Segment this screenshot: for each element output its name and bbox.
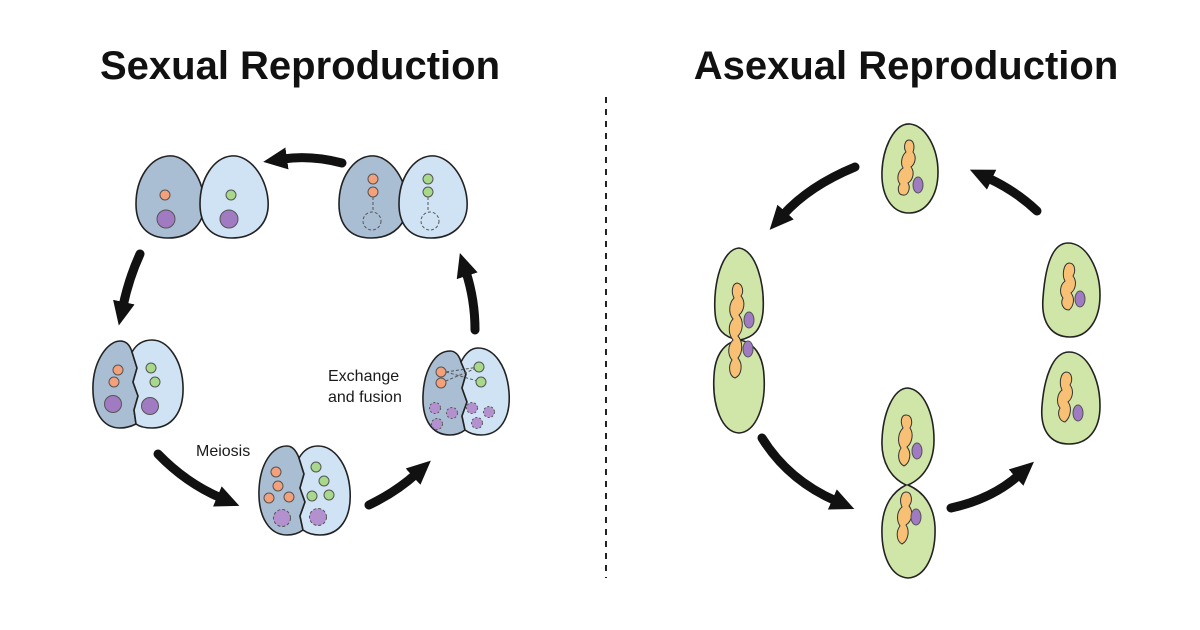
nucleus: [104, 395, 122, 413]
chromosome-orange: [270, 466, 282, 478]
cycle-arrow: [113, 249, 145, 326]
nucleus: [911, 442, 923, 460]
chromosome-green: [145, 362, 157, 374]
nucleus: [219, 209, 239, 229]
nucleus: [912, 176, 924, 194]
nucleus: [1072, 404, 1084, 422]
chromosome-strand: [896, 491, 913, 545]
cell-light: [460, 347, 510, 436]
sexual-reproduction-title: Sexual Reproduction: [99, 44, 501, 88]
exchange-link: [440, 366, 480, 384]
nucleus-dashed: [420, 211, 440, 231]
chromosome-orange: [272, 480, 284, 492]
nucleus-dashed: [309, 508, 327, 526]
cycle-arrow: [969, 169, 1042, 216]
cycle-arrow: [757, 433, 855, 510]
parent-cells-separate: [135, 155, 269, 239]
cycle-arrow: [153, 449, 240, 507]
chromosome-orange: [367, 173, 379, 185]
nucleus-dashed: [273, 509, 291, 527]
exchange-label: Exchange: [328, 368, 399, 385]
asexual-cell-top: [881, 123, 939, 214]
chromosome-orange: [263, 492, 275, 504]
cell-light: [398, 155, 468, 239]
cycle-arrow: [769, 162, 860, 230]
chromosome-strand: [728, 282, 745, 379]
cycle-arrow: [263, 147, 347, 170]
asexual-cell-dividing-bottom: [881, 387, 936, 579]
chromosome-green: [310, 461, 322, 473]
chromosome-green: [473, 361, 485, 373]
asexual-cell-right-lower: [1041, 351, 1101, 445]
chromosome-green: [225, 189, 237, 201]
nucleus: [1074, 290, 1086, 308]
chromosome-green: [475, 376, 487, 388]
chromosome-orange: [159, 189, 171, 201]
chromosome-green: [318, 475, 330, 487]
joined-cells: [92, 339, 184, 429]
offspring-cells-separate: [338, 155, 468, 239]
cycle-arrow: [364, 460, 431, 510]
chromosome-green: [306, 490, 318, 502]
asexual-reproduction-title: Asexual Reproduction: [693, 44, 1119, 88]
chromosome-green: [422, 186, 434, 198]
chromosome-strand: [897, 139, 916, 196]
nucleus-dashed: [431, 418, 443, 430]
meiosis-cells: [258, 445, 351, 536]
chromosome-strand: [1057, 371, 1073, 423]
chromosome-orange: [435, 377, 447, 389]
nucleus-dashed: [483, 406, 495, 418]
asexual-cell-right-upper: [1042, 242, 1101, 338]
nucleus-dashed: [466, 402, 478, 414]
nucleus: [141, 397, 159, 415]
chromosome-orange: [112, 364, 124, 376]
nucleus: [910, 508, 922, 526]
cycle-arrow: [946, 461, 1034, 513]
chromosome-strand: [898, 414, 913, 467]
nucleus: [743, 311, 755, 329]
chromosome-green: [149, 376, 161, 388]
exchange-link: [445, 371, 482, 383]
chromosome-orange: [108, 376, 120, 388]
chromosome-orange: [435, 366, 447, 378]
nucleus-dashed: [362, 211, 382, 231]
chromosome-orange: [367, 186, 379, 198]
nucleus-dashed: [429, 402, 441, 414]
chromosome-orange: [283, 491, 295, 503]
nucleus: [742, 340, 754, 358]
cell-dark: [422, 350, 468, 436]
fusion-label: and fusion: [328, 389, 402, 406]
chromosome-strand: [1060, 262, 1076, 311]
nucleus-dashed: [446, 407, 458, 419]
meiosis-label: Meiosis: [196, 443, 250, 460]
asexual-cell: [881, 387, 936, 579]
chromosome-green: [323, 489, 335, 501]
nucleus-dashed: [471, 417, 483, 429]
exchange-link: [445, 366, 480, 373]
cycle-arrow: [456, 252, 480, 335]
chromosome-green: [422, 173, 434, 185]
exchange-fusion-cells: [422, 347, 510, 436]
asexual-cell-dividing-left: [712, 247, 766, 434]
cell-dark: [258, 445, 306, 536]
nucleus: [156, 209, 176, 229]
